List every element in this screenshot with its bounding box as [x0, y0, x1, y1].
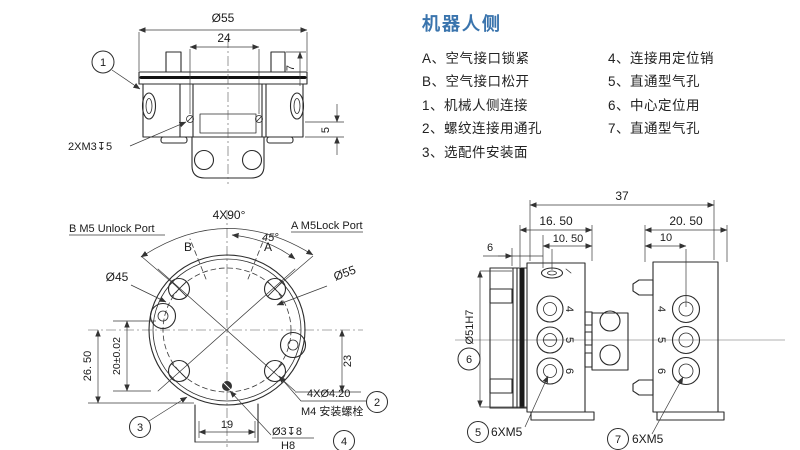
callout-4-circle — [333, 430, 355, 450]
left-block-ports — [536, 295, 564, 385]
left-port-numbers: 4 5 6 — [563, 306, 575, 374]
m4-bolt-note: M4 安装螺栓 — [301, 404, 363, 418]
legend-item-5: 5、直通型气孔 — [608, 74, 701, 90]
side-port-views: 37 16. 50 10. 50 20. 50 10 6 Ø51H7 4 5 6… — [455, 189, 785, 450]
mount-hole-top-left — [167, 277, 191, 301]
legend-column-2: 4、连接用定位销 5、直通型气孔 6、中心定位用 7、直通型气孔 — [608, 47, 767, 164]
dim-dia55-label: Ø55 — [332, 262, 358, 283]
legend-item-7: 7、直通型气孔 — [608, 121, 701, 137]
dim-5-label: 5 — [320, 127, 332, 133]
dim-4x90-label: 4X90° — [213, 208, 246, 222]
dowel-hole-left — [149, 302, 177, 330]
unlock-port-label: B M5 Unlock Port — [69, 223, 155, 235]
dim-19-label: 19 — [221, 419, 233, 431]
side-view-dimensions — [477, 200, 728, 435]
callout-2-number: 2 — [374, 397, 380, 409]
dim-dia3-label: Ø3↧8 — [272, 426, 302, 438]
port-a-letter: A — [264, 240, 272, 254]
mount-hole-bottom-left — [167, 359, 191, 383]
dim-20tol-label: 20±0.02 — [111, 337, 123, 375]
callout-7-number: 7 — [615, 434, 621, 446]
legend-item-1: 1、机械人侧连接 — [422, 97, 529, 113]
legend-columns: A、空气接口锁紧 B、空气接口松开 1、机械人侧连接 2、螺纹连接用通孔 3、选… — [422, 47, 767, 164]
dim-4xd420-label: 4XØ4.20 — [307, 388, 350, 400]
mount-hole-bottom-right — [263, 359, 287, 383]
legend-item-4: 4、连接用定位销 — [608, 51, 715, 66]
legend-item-3: 3、选配件安装面 — [422, 144, 529, 160]
dim-2050-label: 20. 50 — [669, 214, 703, 228]
thread-6xm5-right-label: 6XM5 — [632, 432, 664, 446]
callout-5-number: 5 — [475, 427, 481, 439]
callout-6-circle — [457, 347, 481, 371]
dim-1650-label: 16. 50 — [539, 214, 573, 228]
legend-item-6: 6、中心定位用 — [608, 97, 701, 113]
thread-6xm5-left-label: 6XM5 — [491, 425, 523, 439]
dim-6-label: 6 — [487, 242, 493, 254]
dowel-hole-right — [279, 331, 307, 359]
dim-7-label: 7 — [285, 65, 297, 71]
dim-37-label: 37 — [615, 189, 629, 203]
dim-dia55-label: Ø55 — [212, 11, 235, 25]
port-b-letter: B — [184, 240, 192, 254]
lock-port-label: A M5Lock Port — [291, 220, 363, 232]
top-view-geometry — [138, 51, 308, 179]
legend-item-2: 2、螺纹连接用通孔 — [422, 121, 543, 137]
legend-item-b: B、空气接口松开 — [422, 74, 530, 90]
callout-1-number: 1 — [100, 57, 106, 69]
callout-3-circle — [129, 416, 151, 438]
top-view-dimensions — [111, 27, 344, 155]
dim-1050-label: 10. 50 — [553, 233, 584, 245]
callout-4-number: 4 — [341, 436, 347, 448]
side-view-geometry — [489, 261, 725, 421]
legend-panel: 机器人侧 A、空气接口锁紧 B、空气接口松开 1、机械人侧连接 2、螺纹连接用通… — [422, 10, 767, 164]
front-circular-view: 4X90° B M5 Unlock Port A M5Lock Port 45°… — [69, 208, 388, 450]
fit-h8-label: H8 — [281, 440, 295, 450]
right-port-numbers: 4 5 6 — [655, 306, 667, 374]
callout-6-number: 6 — [466, 354, 472, 366]
port-number-6-left: 6 — [563, 368, 575, 374]
port-number-4-left: 4 — [563, 306, 575, 312]
legend-column-1: A、空气接口锁紧 B、空气接口松开 1、机械人侧连接 2、螺纹连接用通孔 3、选… — [422, 47, 608, 164]
dim-24-label: 24 — [217, 31, 231, 45]
dim-2650-label: 26. 50 — [82, 351, 94, 382]
port-number-4-right: 4 — [655, 306, 667, 312]
dim-23-label: 23 — [342, 355, 354, 367]
dim-dia51h7-label: Ø51H7 — [464, 310, 476, 345]
dim-10-label: 10 — [660, 232, 672, 244]
front-view-dimensions — [69, 228, 366, 439]
callout-3-number: 3 — [137, 422, 143, 434]
port-number-5-right: 5 — [655, 337, 667, 343]
mount-hole-top-right — [263, 277, 287, 301]
callout-1-circle — [91, 50, 115, 74]
dim-dia45-label: Ø45 — [106, 270, 129, 284]
legend-title: 机器人侧 — [422, 14, 502, 34]
top-elevation-view: Ø55 24 7 5 2XM3↧5 1 — [68, 11, 344, 184]
port-number-5-left: 5 — [563, 337, 575, 343]
thread-2xm3-label: 2XM3↧5 — [68, 141, 112, 153]
callout-5-circle — [467, 421, 489, 443]
legend-item-a: A、空气接口锁紧 — [422, 51, 530, 66]
port-number-6-right: 6 — [655, 368, 667, 374]
dim-45deg-label: 45° — [262, 232, 279, 244]
callout-2-circle — [366, 391, 388, 413]
